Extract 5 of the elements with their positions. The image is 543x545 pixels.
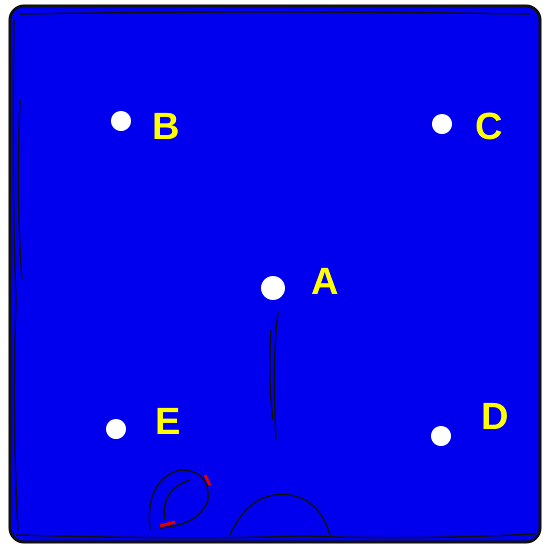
point-label: D: [481, 397, 508, 437]
point-label: A: [311, 262, 338, 302]
point-label: B: [152, 107, 180, 147]
point-label: E: [155, 402, 180, 442]
point-label: C: [475, 107, 502, 147]
